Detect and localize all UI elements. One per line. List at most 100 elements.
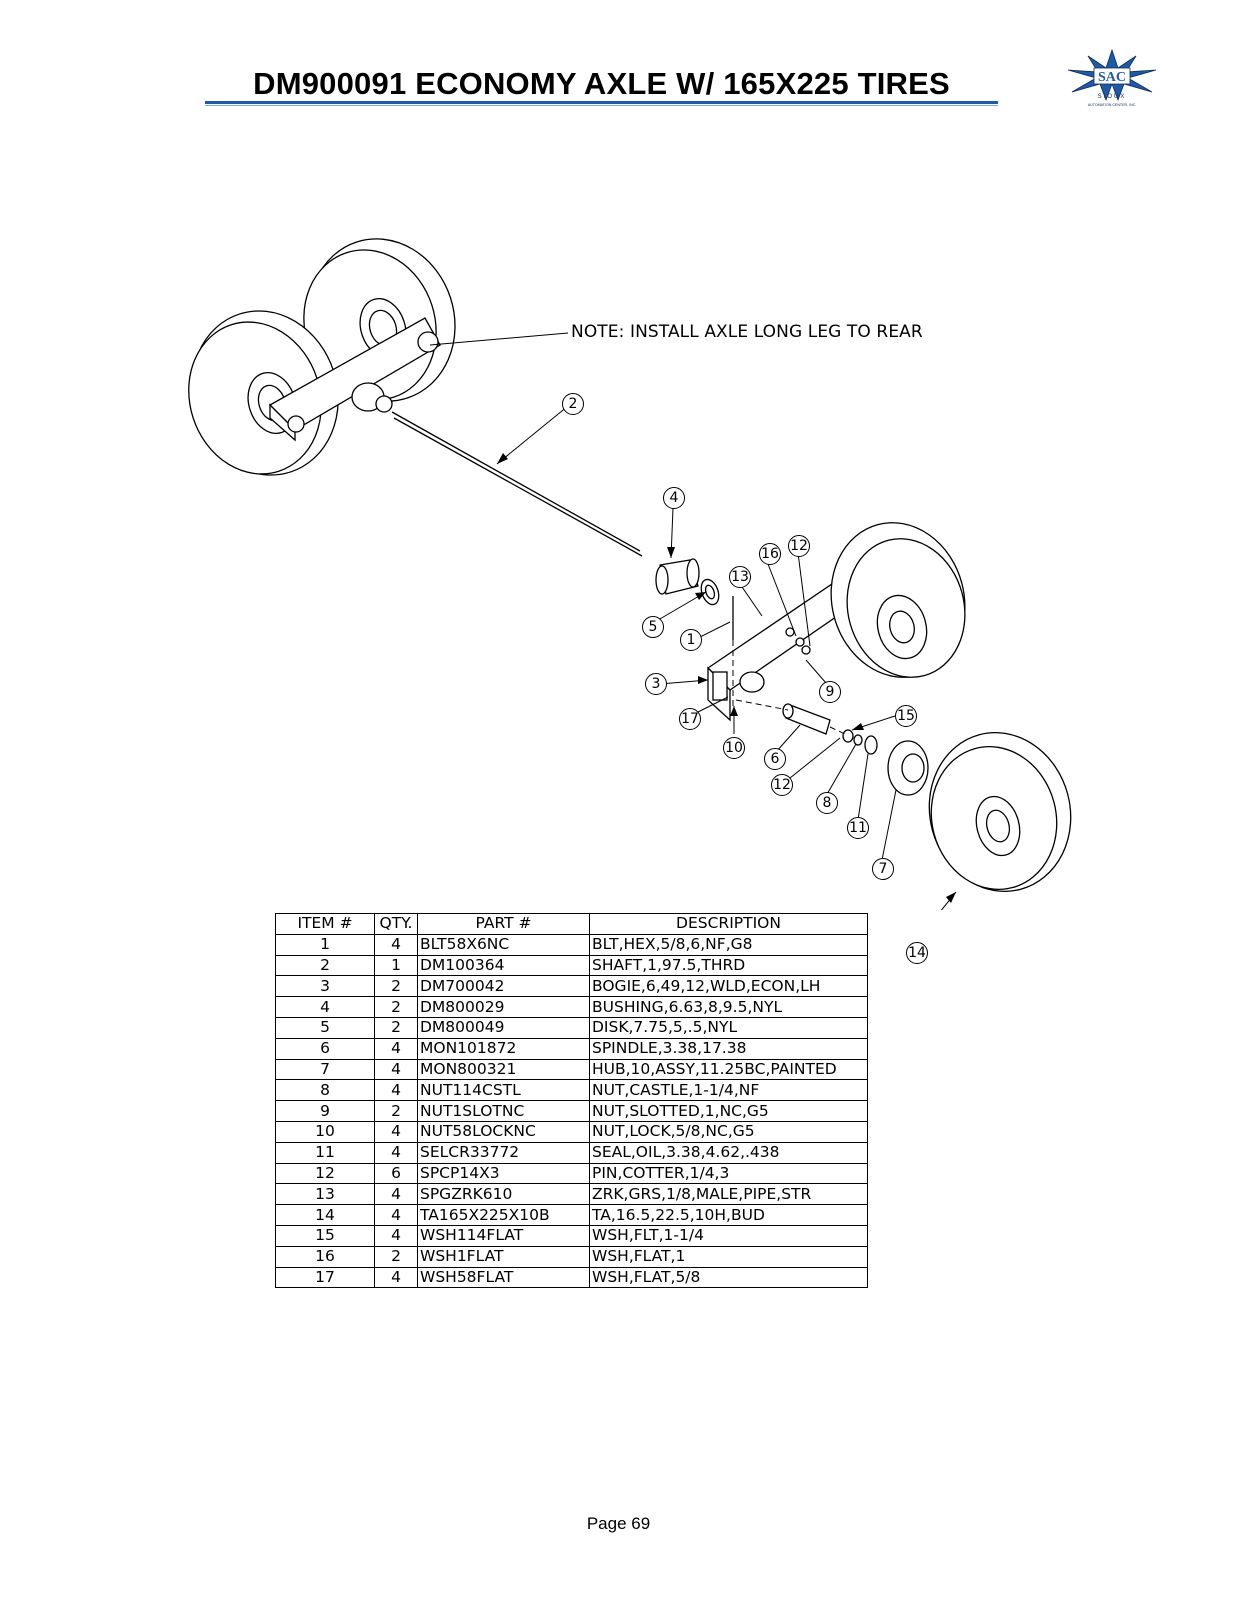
cell-qty: 4 (374, 1141, 418, 1164)
cell-part: MON800321 (417, 1058, 590, 1081)
header-qty: QTY. (374, 913, 418, 935)
cell-item: 15 (275, 1224, 375, 1247)
left-front-tire (188, 310, 339, 476)
cell-description: WSH,FLAT,5/8 (589, 1266, 868, 1289)
balloon-8: 8 (816, 792, 838, 814)
balloon-11: 11 (847, 817, 869, 839)
balloon-9: 9 (819, 681, 841, 703)
cell-description: DISK,7.75,5,.5,NYL (589, 1016, 868, 1039)
cell-item: 17 (275, 1266, 375, 1289)
title-underline (205, 101, 998, 104)
cell-description: WSH,FLAT,1 (589, 1245, 868, 1268)
castle-nut (853, 734, 863, 746)
cell-part: NUT58LOCKNC (417, 1120, 590, 1143)
cell-part: DM700042 (417, 975, 590, 998)
cell-description: SPINDLE,3.38,17.38 (589, 1037, 868, 1060)
cell-part: SELCR33772 (417, 1141, 590, 1164)
cell-qty: 2 (374, 1016, 418, 1039)
balloon-2: 2 (562, 393, 584, 415)
cell-qty: 4 (374, 1037, 418, 1060)
cell-part: NUT1SLOTNC (417, 1100, 590, 1122)
cell-description: NUT,SLOTTED,1,NC,G5 (589, 1100, 868, 1122)
cell-qty: 4 (374, 1120, 418, 1143)
logo-text: SAC (1098, 70, 1126, 85)
cell-description: BLT,HEX,5/8,6,NF,G8 (589, 933, 868, 956)
page-title: DM900091 ECONOMY AXLE W/ 165X225 TIRES (253, 66, 950, 101)
balloon-12-top: 12 (788, 535, 810, 557)
cell-qty: 2 (374, 1100, 418, 1122)
balloon-10: 10 (723, 737, 745, 759)
cell-item: 5 (275, 1016, 375, 1039)
cell-part: BLT58X6NC (417, 933, 590, 956)
cell-part: SPCP14X3 (417, 1162, 590, 1185)
cell-item: 1 (275, 933, 375, 956)
cell-qty: 4 (374, 1079, 418, 1102)
balloon-15: 15 (895, 705, 917, 727)
header-part: PART # (417, 913, 590, 935)
cell-item: 12 (275, 1162, 375, 1185)
cell-qty: 4 (374, 1058, 418, 1081)
balloon-14: 14 (906, 942, 928, 964)
cell-qty: 4 (374, 1204, 418, 1226)
balloon-13: 13 (729, 566, 751, 588)
cell-part: NUT114CSTL (417, 1079, 590, 1102)
balloon-12-bottom: 12 (771, 774, 793, 796)
shaft (391, 411, 643, 557)
cell-item: 9 (275, 1100, 375, 1122)
cell-description: SEAL,OIL,3.38,4.62,.438 (589, 1141, 868, 1164)
cell-description: WSH,FLT,1-1/4 (589, 1224, 868, 1247)
right-bogie (706, 583, 847, 722)
cell-item: 3 (275, 975, 375, 998)
assembly-note: NOTE: INSTALL AXLE LONG LEG TO REAR (571, 322, 923, 342)
cell-description: NUT,LOCK,5/8,NC,G5 (589, 1120, 868, 1143)
cell-qty: 2 (374, 996, 418, 1018)
leader-arrowheads (497, 453, 956, 903)
cell-description: NUT,CASTLE,1-1/4,NF (589, 1079, 868, 1102)
cell-part: MON101872 (417, 1037, 590, 1060)
cell-description: BUSHING,6.63,8,9.5,NYL (589, 996, 868, 1018)
balloon-1: 1 (680, 629, 702, 651)
table-header-row: ITEM # QTY. PART # DESCRIPTION (275, 913, 868, 935)
hub (887, 740, 929, 796)
cell-qty: 2 (374, 975, 418, 998)
cell-qty: 4 (374, 1224, 418, 1247)
cell-item: 7 (275, 1058, 375, 1081)
cell-part: SPGZRK610 (417, 1183, 590, 1206)
cell-item: 10 (275, 1120, 375, 1143)
cell-qty: 4 (374, 1183, 418, 1206)
logo-tagline: AUTOMATION CENTER, INC. (1088, 103, 1137, 107)
cell-qty: 2 (374, 1245, 418, 1268)
sac-logo: SAC SIOUX AUTOMATION CENTER, INC. (1067, 48, 1157, 107)
balloon-16: 16 (759, 543, 781, 565)
header-description: DESCRIPTION (589, 913, 868, 935)
right-rear-tire (830, 522, 966, 678)
cell-item: 16 (275, 1245, 375, 1268)
balloon-7: 7 (872, 858, 894, 880)
balloon-4: 4 (663, 487, 685, 509)
cell-part: DM800029 (417, 996, 590, 1018)
cell-description: BOGIE,6,49,12,WLD,ECON,LH (589, 975, 868, 998)
left-bogie (268, 317, 441, 442)
cell-part: TA165X225X10B (417, 1204, 590, 1226)
cell-part: WSH114FLAT (417, 1224, 590, 1247)
cell-part: WSH1FLAT (417, 1245, 590, 1268)
cell-item: 6 (275, 1037, 375, 1060)
cell-qty: 6 (374, 1162, 418, 1185)
spindle (782, 703, 831, 735)
cell-item: 13 (275, 1183, 375, 1206)
exploded-axle-drawing (188, 238, 1072, 910)
right-front-tire (928, 731, 1072, 893)
cell-qty: 4 (374, 933, 418, 956)
balloon-3: 3 (645, 673, 667, 695)
